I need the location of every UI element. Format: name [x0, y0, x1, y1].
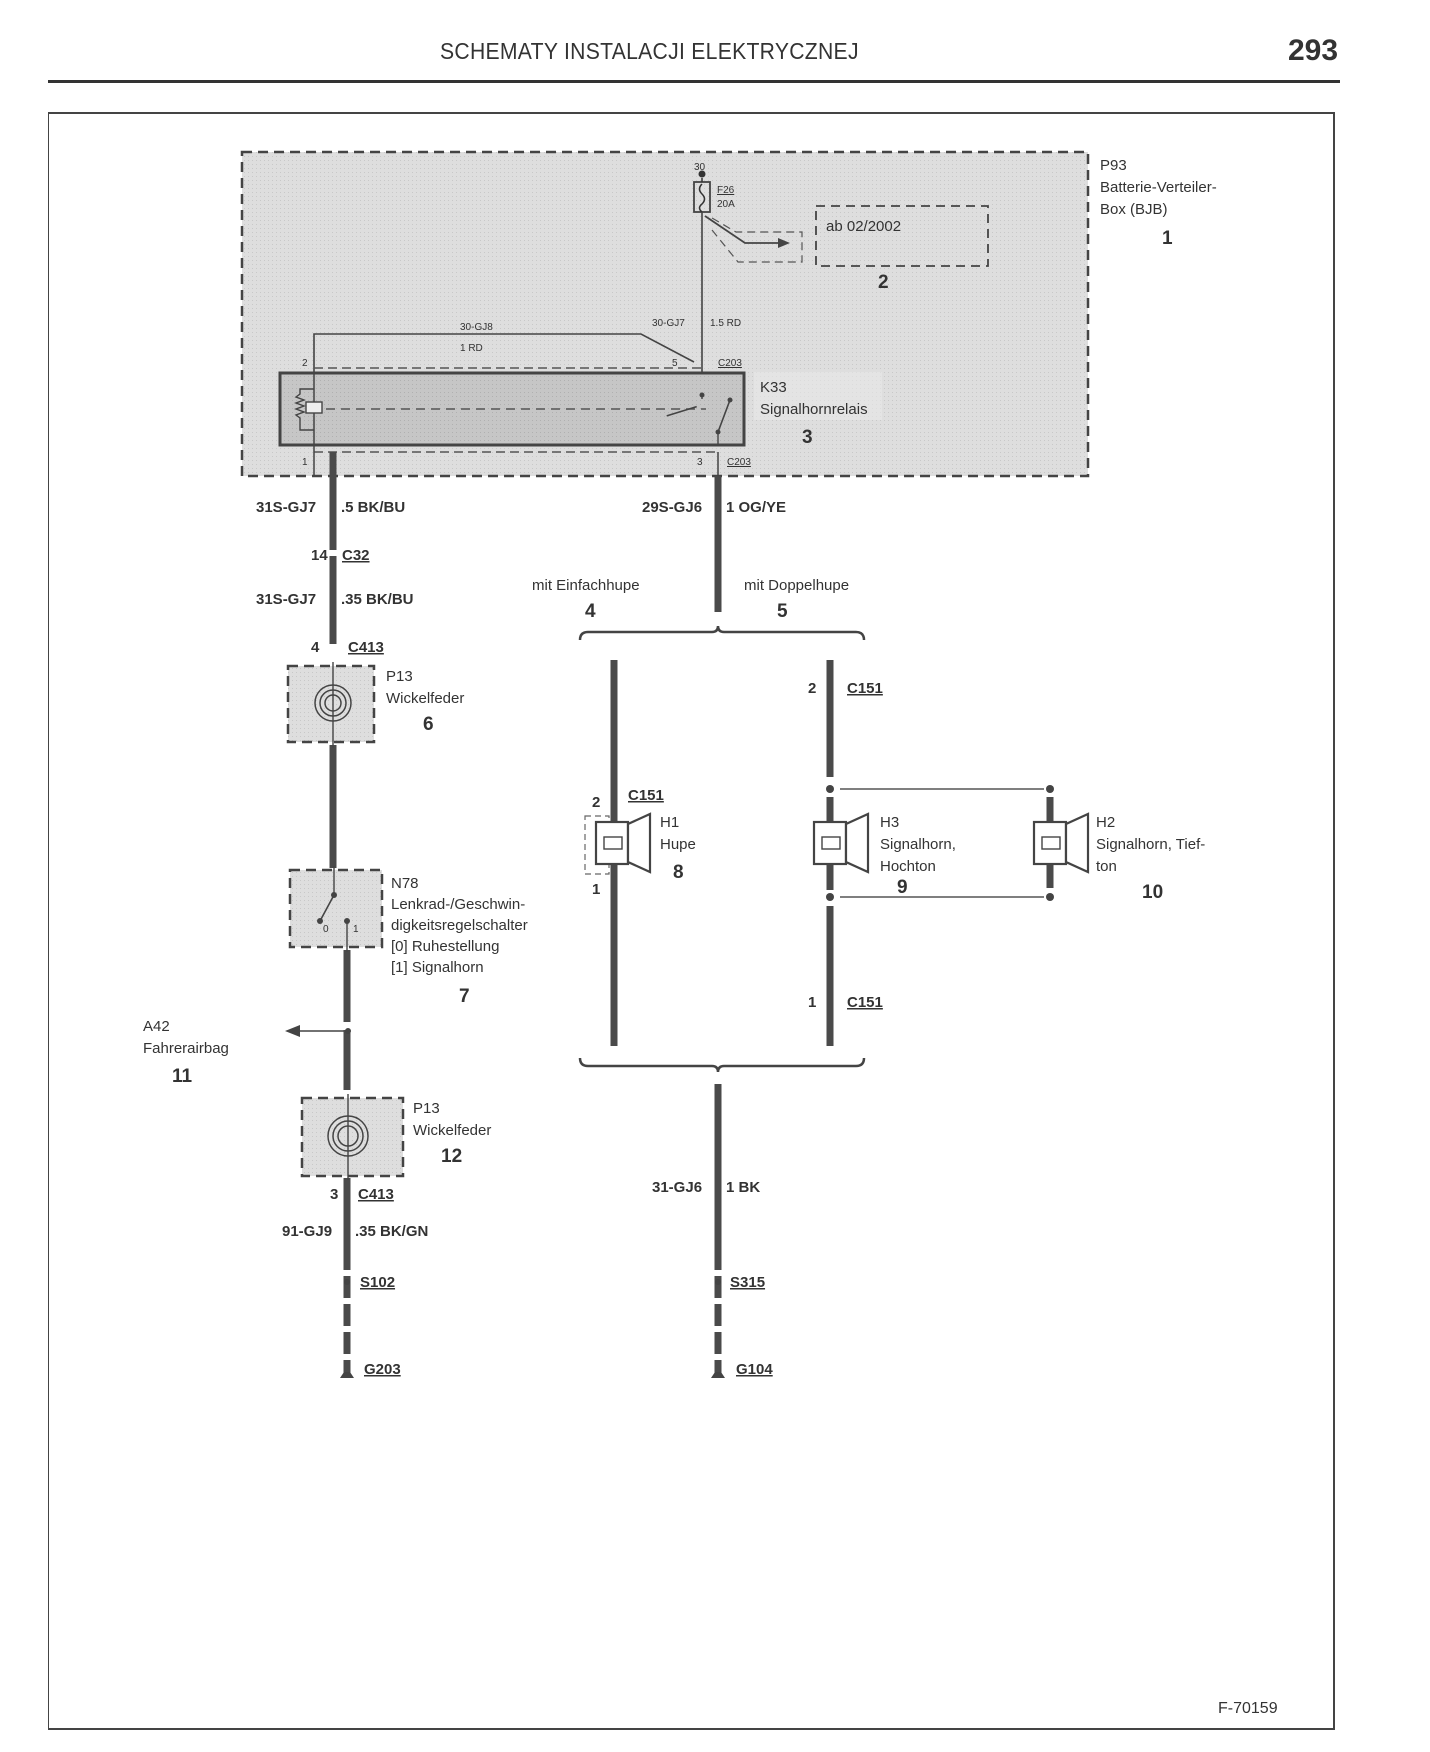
clockspring-lower-name: Wickelfeder [413, 1122, 491, 1139]
wire-30-gj8-spec: 1 RD [460, 343, 483, 354]
c203-bottom-code: C203 [727, 457, 751, 468]
horn-h3-icon [812, 812, 870, 874]
clockspring-lower-code: P13 [413, 1100, 440, 1117]
header-rule [48, 80, 1340, 83]
horn-h2-ref: 10 [1142, 882, 1163, 903]
variant-box-label: ab 02/2002 [826, 218, 901, 235]
wire-31-gj6-spec: 1 BK [726, 1179, 760, 1196]
switch-pos-1: 1 [353, 924, 359, 935]
horn-h3-name-2: Hochton [880, 858, 936, 875]
c203-top-pin-right: 5 [672, 358, 678, 369]
c151-h3-top-pin: 2 [808, 680, 816, 697]
wire-30-gj8 [313, 333, 695, 372]
clockspring-upper-ref: 6 [423, 714, 434, 735]
variant-box [815, 205, 989, 267]
splice-s315: S315 [730, 1274, 765, 1291]
c32-pin: 14 [311, 547, 328, 564]
wire-31s-gj7-b-circuit: 31S-GJ7 [256, 591, 316, 608]
bjb-code: P93 [1100, 157, 1127, 174]
c151-h1-top-pin: 2 [592, 794, 600, 811]
horn-h1-name: Hupe [660, 836, 696, 853]
fuse-rating: 20A [717, 199, 735, 210]
c203-bottom-pin-left: 1 [302, 457, 308, 468]
diagram-frame [48, 112, 1335, 1730]
bjb-ref: 1 [1162, 228, 1173, 249]
switch-code: N78 [391, 875, 419, 892]
variant-box-ref: 2 [878, 272, 889, 293]
relay-label-bg [754, 372, 882, 420]
clockspring-upper-name: Wickelfeder [386, 690, 464, 707]
variant-single-label: mit Einfachhupe [532, 577, 640, 594]
c203-bottom-pin-right: 3 [697, 457, 703, 468]
wire-30-gj8-circuit: 30-GJ8 [460, 322, 493, 333]
c413-upper-pin: 4 [311, 639, 320, 656]
airbag-branch [285, 1025, 351, 1037]
wire-29s-gj6-spec: 1 OG/YE [726, 499, 786, 516]
c413-upper-code: C413 [348, 639, 384, 656]
clockspring-upper-code: P13 [386, 668, 413, 685]
switch-state-1: [1] Signalhorn [391, 959, 484, 976]
c203-top-pin-left: 2 [302, 358, 308, 369]
page-number: 293 [1288, 34, 1339, 67]
relay-ref: 3 [802, 427, 813, 448]
wire-30-gj7-circuit: 30-GJ7 [652, 318, 685, 329]
figure-id: F-70159 [1218, 1700, 1278, 1717]
wire-30-gj7-spec: 1.5 RD [710, 318, 741, 329]
horn-h3-name-1: Signalhorn, [880, 836, 956, 853]
c151-h1-top-code: C151 [628, 787, 664, 804]
horn-h3-ref: 9 [897, 877, 908, 898]
relay-code: K33 [760, 379, 787, 396]
switch-pos-0: 0 [323, 924, 329, 935]
variant-double-ref: 5 [777, 601, 788, 622]
fuse-terminal: 30 [694, 162, 706, 173]
wire-31s-gj7-a-spec: .5 BK/BU [341, 499, 405, 516]
c413-lower-pin: 3 [330, 1186, 338, 1203]
left-harness [313, 445, 354, 1378]
horn-h1-code: H1 [660, 814, 679, 831]
switch-n78 [288, 866, 384, 952]
wire-31s-gj7-a-circuit: 31S-GJ7 [256, 499, 316, 516]
wire-31s-gj7-b-spec: .35 BK/BU [341, 591, 414, 608]
bjb-name-2: Box (BJB) [1100, 201, 1168, 218]
airbag-name: Fahrerairbag [143, 1040, 229, 1057]
horn-h1-ref: 8 [673, 862, 684, 883]
horn-h2-code: H2 [1096, 814, 1115, 831]
clockspring-upper [286, 662, 376, 748]
switch-ref: 7 [459, 986, 470, 1007]
c203-top-code: C203 [718, 358, 742, 369]
horn-h2-name-1: Signalhorn, Tief- [1096, 836, 1205, 853]
variant-arrow [704, 215, 803, 263]
fuse-code: F26 [717, 185, 735, 196]
ground-g203: G203 [364, 1361, 401, 1378]
c151-h3-bottom-code: C151 [847, 994, 883, 1011]
horn-h2-name-2: ton [1096, 858, 1117, 875]
variant-double-label: mit Doppelhupe [744, 577, 849, 594]
horn-h1-icon [584, 812, 652, 875]
splice-s102: S102 [360, 1274, 395, 1291]
clockspring-lower-ref: 12 [441, 1146, 462, 1167]
wire-91-gj9-circuit: 91-GJ9 [282, 1223, 332, 1240]
c32-code: C32 [342, 547, 370, 564]
variant-single-ref: 4 [585, 601, 596, 622]
relay-k33 [278, 371, 746, 447]
page-header-title: SCHEMATY INSTALACJI ELEKTRYCZNEJ [440, 38, 859, 64]
wire-29s-gj6-circuit: 29S-GJ6 [642, 499, 702, 516]
c151-h3-bottom-pin: 1 [808, 994, 816, 1011]
clockspring-lower [300, 1094, 405, 1180]
relay-name: Signalhornrelais [760, 401, 868, 418]
wire-31-gj6-circuit: 31-GJ6 [652, 1179, 702, 1196]
c151-h1-bottom-pin: 1 [592, 881, 600, 898]
horn-h2-icon [1032, 812, 1090, 874]
horn-h3-code: H3 [880, 814, 899, 831]
airbag-ref: 11 [172, 1066, 193, 1087]
wire-91-gj9-spec: .35 BK/GN [355, 1223, 428, 1240]
airbag-code: A42 [143, 1018, 170, 1035]
switch-name-1: Lenkrad-/Geschwin- [391, 896, 525, 913]
ground-g104: G104 [736, 1361, 773, 1378]
bjb-name-1: Batterie-Verteiler- [1100, 179, 1217, 196]
switch-name-2: digkeitsregelschalter [391, 917, 528, 934]
switch-state-0: [0] Ruhestellung [391, 938, 499, 955]
c413-lower-code: C413 [358, 1186, 394, 1203]
c151-h3-top-code: C151 [847, 680, 883, 697]
